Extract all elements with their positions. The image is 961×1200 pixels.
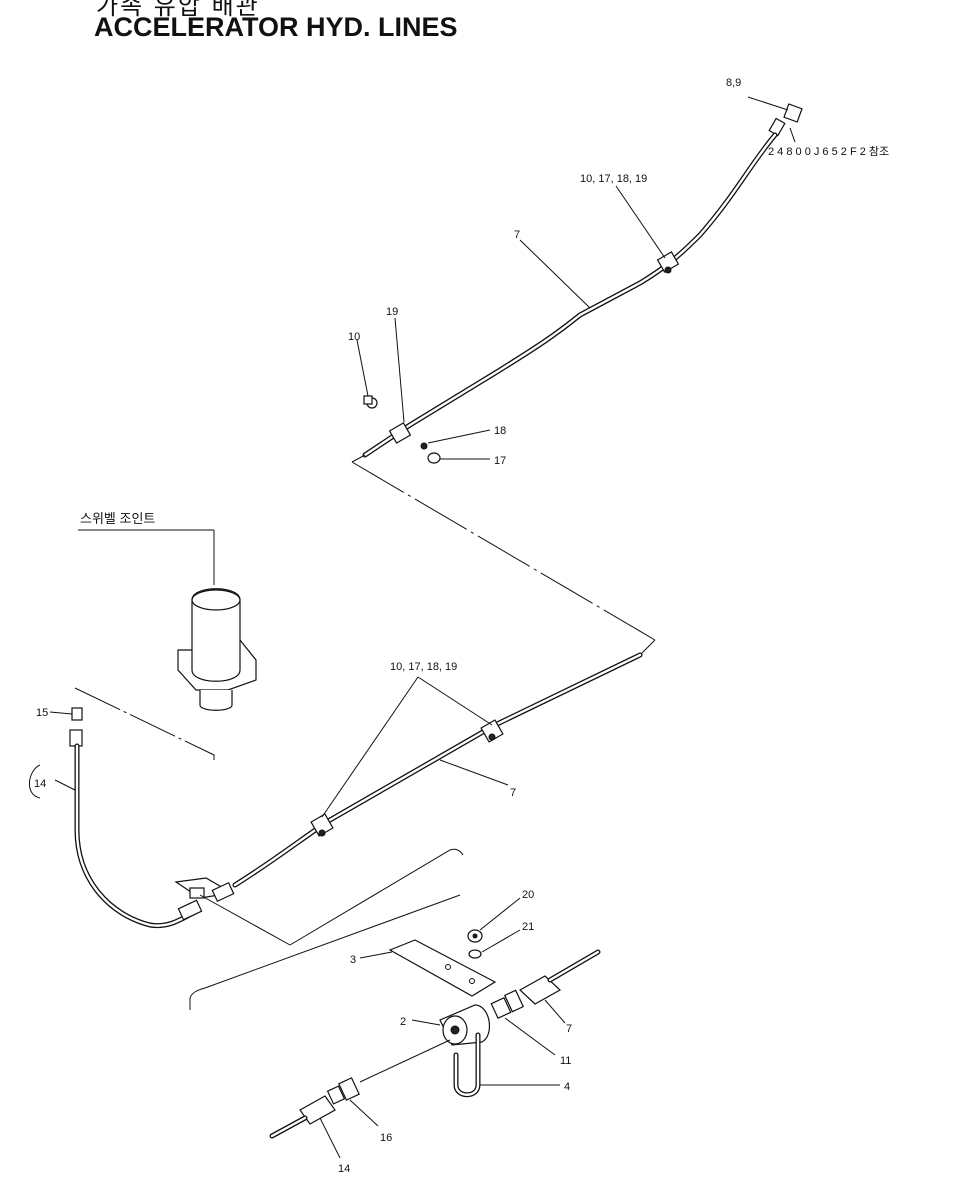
callout-16: 16 [380, 1132, 392, 1144]
fitting-11 [490, 989, 525, 1020]
hose-7-bottom [518, 949, 601, 1005]
leader-15 [49, 711, 73, 715]
u-bolt-4 [453, 1032, 481, 1098]
connection-line [199, 894, 291, 946]
callout-2: 2 [400, 1016, 406, 1028]
callout-3: 3 [350, 954, 356, 966]
leader-7-bottom [544, 999, 566, 1024]
connection-line [359, 1039, 451, 1083]
callout-14-left: 14 [34, 778, 46, 790]
connection-line [74, 687, 215, 760]
callout-10: 10 [348, 331, 360, 343]
leader-3 [359, 951, 393, 959]
hose-14-bottom [269, 1095, 336, 1139]
leader-10 [356, 339, 369, 397]
leader-10-17-18-19-mid [321, 676, 419, 818]
leader-2 [411, 1019, 441, 1026]
clamp-mid [480, 719, 504, 743]
leader-19 [394, 317, 405, 423]
leader-7-mid [439, 759, 509, 786]
leader-14-left [54, 779, 76, 791]
callout-ref: 2 4 8 0 0 J 6 5 2 F 2 참조 [768, 145, 889, 158]
callout-17: 17 [494, 455, 506, 467]
hose-end-upper [351, 454, 366, 463]
swivel-joint [177, 588, 257, 711]
leader-7-top [519, 239, 591, 309]
hose-7-lower [232, 652, 643, 888]
callout-18: 18 [494, 425, 506, 437]
callout-7-top: 7 [514, 229, 520, 241]
clamp-upper [656, 251, 680, 274]
leader-10-17-18-19-mid [417, 676, 493, 726]
plate-3 [388, 939, 497, 997]
swivel-joint-label: 스위벨 조인트 [80, 511, 155, 526]
leader-10-17-18-19-top [615, 185, 666, 259]
connection-line [351, 461, 656, 641]
leader-18 [427, 429, 491, 444]
leader-14-bottom [319, 1117, 341, 1159]
frame-outline [189, 894, 461, 1010]
callout-15: 15 [36, 707, 48, 719]
leader-ref [789, 127, 796, 143]
callout-19: 19 [386, 306, 398, 318]
page-title: ACCELERATOR HYD. LINES [94, 12, 458, 42]
connection-line [639, 639, 656, 656]
callout-11: 11 [560, 1055, 571, 1067]
hose-7-upper [362, 132, 778, 458]
cylinder-2 [439, 1004, 491, 1046]
callout-10-17-18-19-mid: 10, 17, 18, 19 [390, 661, 457, 673]
clamp-lower [310, 813, 334, 837]
fitting-16 [326, 1077, 360, 1105]
leader-21 [481, 929, 521, 953]
hose-14-left [74, 743, 198, 929]
callout-14-bottom: 14 [338, 1163, 350, 1175]
callout-10-17-18-19-top: 10, 17, 18, 19 [580, 173, 647, 185]
leader-20 [479, 897, 521, 931]
frame-outline [289, 848, 464, 946]
nut-20 [467, 929, 483, 943]
washer-21 [468, 949, 482, 959]
callout-7-mid: 7 [510, 787, 516, 799]
callout-20: 20 [522, 889, 534, 901]
callout-8-9: 8,9 [726, 77, 741, 89]
bracket-lower-left [174, 877, 235, 921]
circle-14 [29, 764, 41, 799]
leader-11 [504, 1017, 556, 1056]
callout-21: 21 [522, 921, 534, 933]
leader-8-9 [747, 96, 789, 111]
leader-16 [349, 1099, 379, 1127]
clamp-19 [363, 395, 441, 464]
callout-7-bottom: 7 [566, 1023, 572, 1035]
callout-4: 4 [564, 1081, 570, 1093]
korean-title-partial: 가속 유압 배관 [96, 0, 260, 20]
